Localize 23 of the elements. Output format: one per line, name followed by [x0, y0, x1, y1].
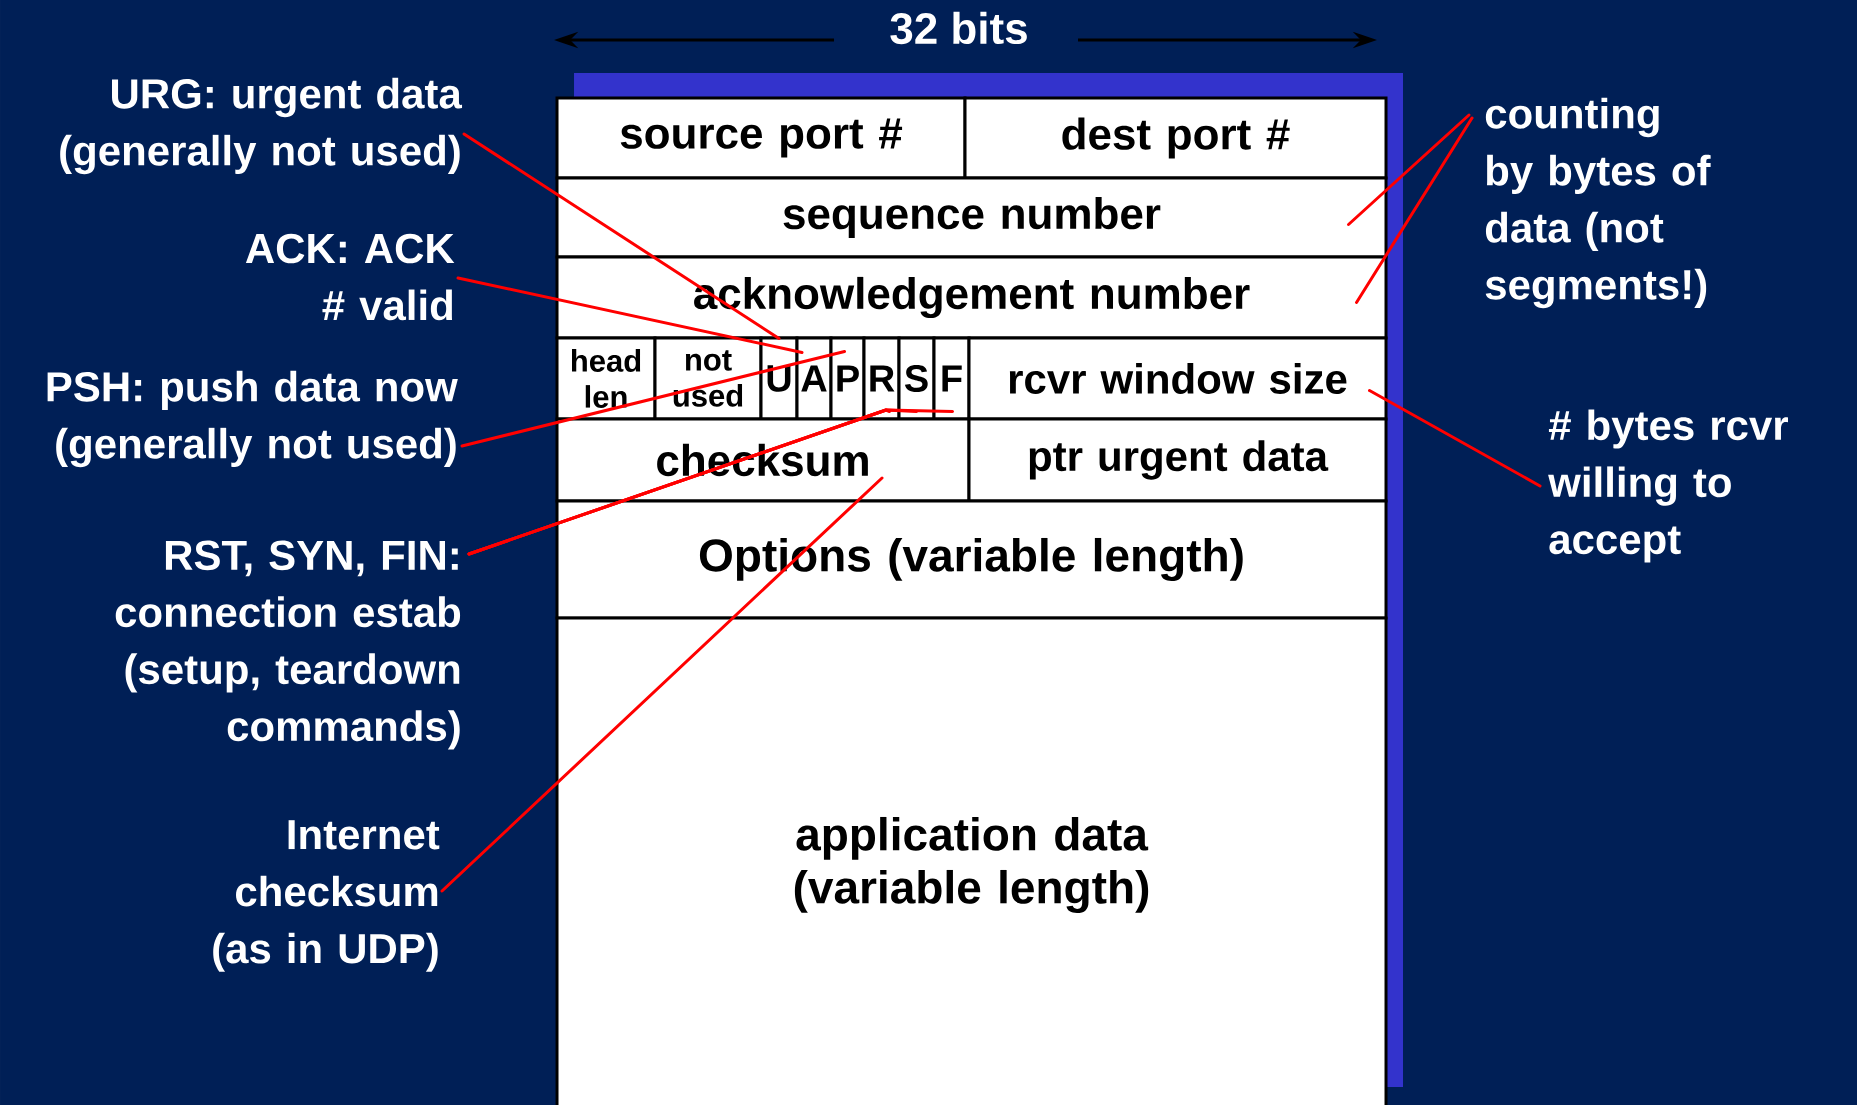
- annotation-text: RST, SYN, FIN: connection estab (setup, teardown commands): [115, 540, 461, 750]
- flag-bit-field: F: [932, 336, 971, 421]
- leader-line: [1368, 389, 1542, 488]
- flag-bit-field: A: [795, 336, 833, 421]
- annotation-text: # bytes rcvr willing to accept: [1548, 409, 1788, 563]
- header-field: source port #: [555, 96, 967, 180]
- width-label: 32 bits: [890, 11, 1027, 45]
- leader-line: [462, 132, 781, 340]
- header-field: sequence number: [555, 176, 1388, 259]
- leader-line: [440, 476, 884, 893]
- flag-bit-field: S: [897, 336, 936, 421]
- header-field: dest port #: [963, 96, 1388, 180]
- annotation-text: URG: urgent data (generally not used): [60, 77, 463, 175]
- leader-line: [1347, 113, 1471, 226]
- annotation-text: ACK: ACK # valid: [245, 233, 455, 321]
- flag-bit-field: P: [829, 336, 866, 421]
- header-field: head len: [555, 336, 657, 421]
- annotation-text: PSH: push data now (generally not used): [47, 370, 458, 468]
- leader-line: [456, 276, 804, 354]
- header-field: ptr urgent data: [967, 417, 1388, 503]
- annotation-text: Internet checksum (as in UDP): [213, 820, 440, 972]
- annotation-text: counting by bytes of data (not segments!): [1485, 97, 1711, 309]
- leader-line: [1355, 116, 1474, 304]
